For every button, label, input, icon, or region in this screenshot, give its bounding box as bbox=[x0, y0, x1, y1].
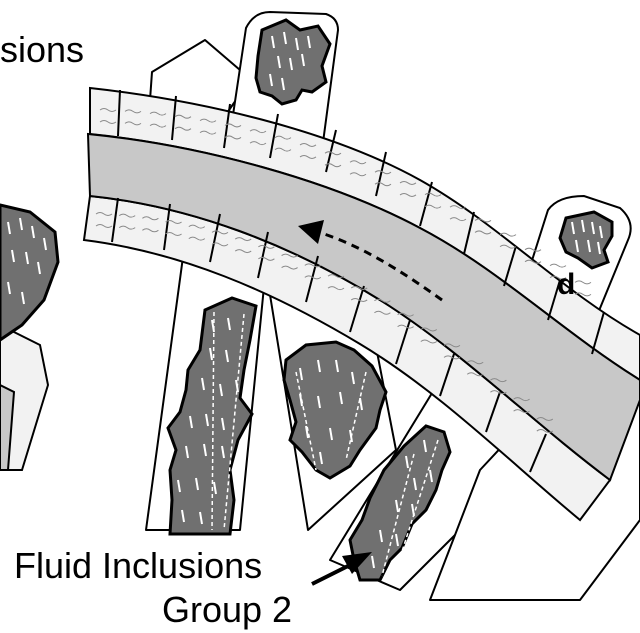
label-top-left-fragment: sions bbox=[0, 29, 84, 70]
label-panel-letter: d bbox=[557, 268, 575, 301]
left-panel-fragment bbox=[0, 205, 58, 470]
label-group-2: Group 2 bbox=[162, 589, 292, 630]
label-fluid-inclusions: Fluid Inclusions bbox=[14, 545, 262, 586]
